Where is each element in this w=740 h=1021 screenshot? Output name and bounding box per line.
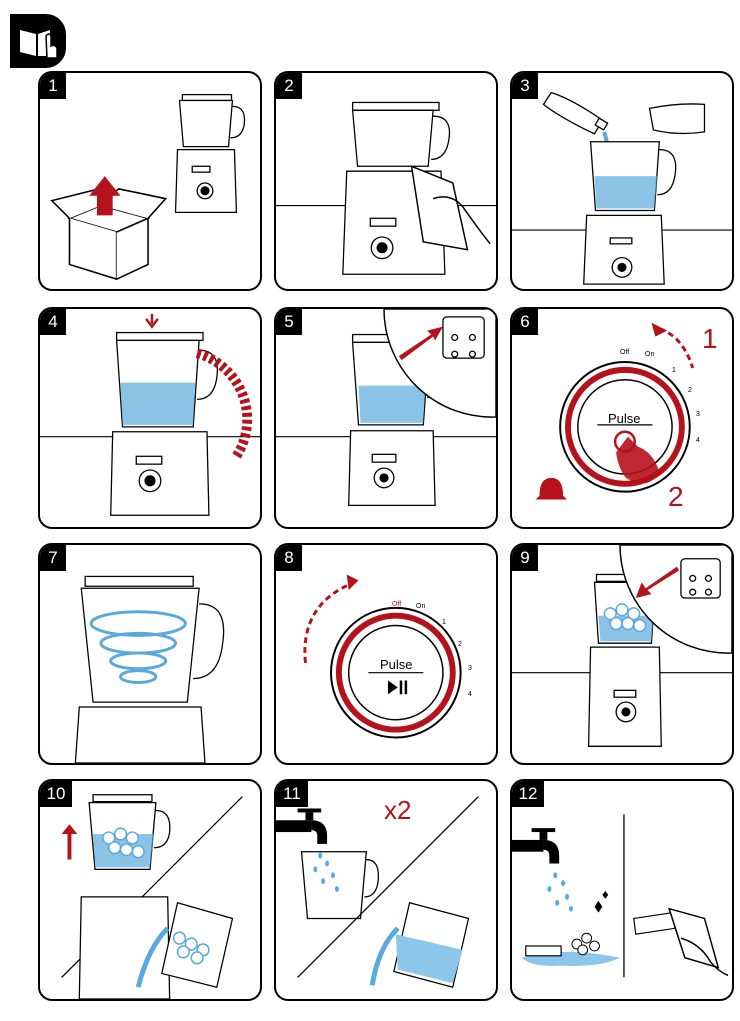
on-label: On: [645, 351, 655, 358]
play-pause-icon: [387, 680, 398, 695]
step-number: 11: [276, 781, 308, 807]
step-8-panel: 8 Pulse Off On 1 2 3 4: [274, 543, 498, 765]
step-7-panel: 7: [38, 543, 262, 765]
step-9-panel: 9: [510, 543, 734, 765]
speed-4-label: 4: [696, 437, 700, 444]
step-number: 1: [40, 73, 66, 99]
blender-icon: [78, 794, 171, 999]
speed-2-label: 2: [688, 387, 692, 394]
water-bottle-icon: [542, 91, 609, 135]
step-number: 8: [276, 545, 302, 571]
step-number: 2: [276, 73, 302, 99]
plug-arrow-icon: [398, 326, 443, 361]
step-number: 4: [40, 309, 66, 335]
cloth-icon: [410, 165, 469, 251]
step-number: 12: [512, 781, 544, 807]
repeat-label: x2: [384, 795, 412, 825]
step-number: 7: [40, 545, 66, 571]
jug-icon: [300, 851, 380, 920]
box-icon: [50, 187, 168, 281]
speed-1-label: 1: [442, 619, 446, 626]
lid-icon: [525, 945, 562, 957]
step-10-panel: 10: [38, 779, 262, 1001]
sparkle-icon: [594, 890, 609, 913]
outlet-icon: [442, 316, 485, 359]
blender-icon: [110, 331, 218, 516]
down-arrow-icon: [145, 313, 159, 329]
up-arrow-icon: [89, 176, 121, 216]
step-4-panel: 4: [38, 307, 262, 529]
speed-1-label: 1: [672, 367, 676, 374]
box-unpacking-illustration: [50, 93, 246, 281]
blender-icon: [583, 141, 677, 285]
step-number: 10: [40, 781, 72, 807]
dial-arrow-icon: [303, 580, 356, 663]
speed-4-label: 4: [468, 691, 472, 698]
step-number: 9: [512, 545, 538, 571]
manual-reading-icon: [10, 14, 66, 68]
step-number: 3: [512, 73, 538, 99]
rotation-arrow-icon: [195, 348, 253, 459]
blender-icon: [74, 575, 225, 763]
on-label: On: [416, 603, 426, 610]
dial-arrow-icon: [658, 327, 695, 369]
up-arrow-icon: [61, 824, 78, 860]
hand-icon: [432, 196, 491, 245]
step-number: 5: [276, 309, 302, 335]
blender-icon: [174, 93, 246, 214]
vortex-illustration: [89, 610, 187, 684]
lid-icon: [633, 911, 676, 935]
step-6-panel: 6 Pulse Off On 1 2 3 4 1 2: [510, 307, 734, 529]
step-1-panel: 1: [38, 71, 262, 291]
off-label: Off: [392, 601, 402, 608]
step-2-panel: 2: [274, 71, 498, 291]
hand-icon: [616, 436, 660, 484]
bell-icon: [535, 477, 568, 500]
liquid-bottle-icon: [648, 103, 706, 135]
speed-2-label: 2: [458, 641, 462, 648]
step-5-panel: 5: [274, 307, 498, 529]
step-number: 6: [512, 309, 538, 335]
step-11-panel: 11 x2: [274, 779, 498, 1001]
speed-3-label: 3: [468, 665, 472, 672]
step-3-panel: 3: [510, 71, 734, 291]
pulse-label: Pulse: [608, 411, 641, 426]
arrow-step-number: 1: [702, 323, 718, 354]
off-label: Off: [620, 349, 630, 356]
outlet-icon: [680, 558, 721, 599]
cloth-icon: [668, 907, 720, 969]
step-12-panel: 12: [510, 779, 734, 1001]
unplug-arrow-icon: [635, 566, 679, 599]
press-step-number: 2: [668, 481, 684, 512]
pulse-label: Pulse: [380, 657, 413, 672]
speed-3-label: 3: [696, 411, 700, 418]
hand-icon: [680, 937, 729, 977]
tap-icon: [276, 808, 328, 844]
tap-icon: [512, 828, 560, 864]
